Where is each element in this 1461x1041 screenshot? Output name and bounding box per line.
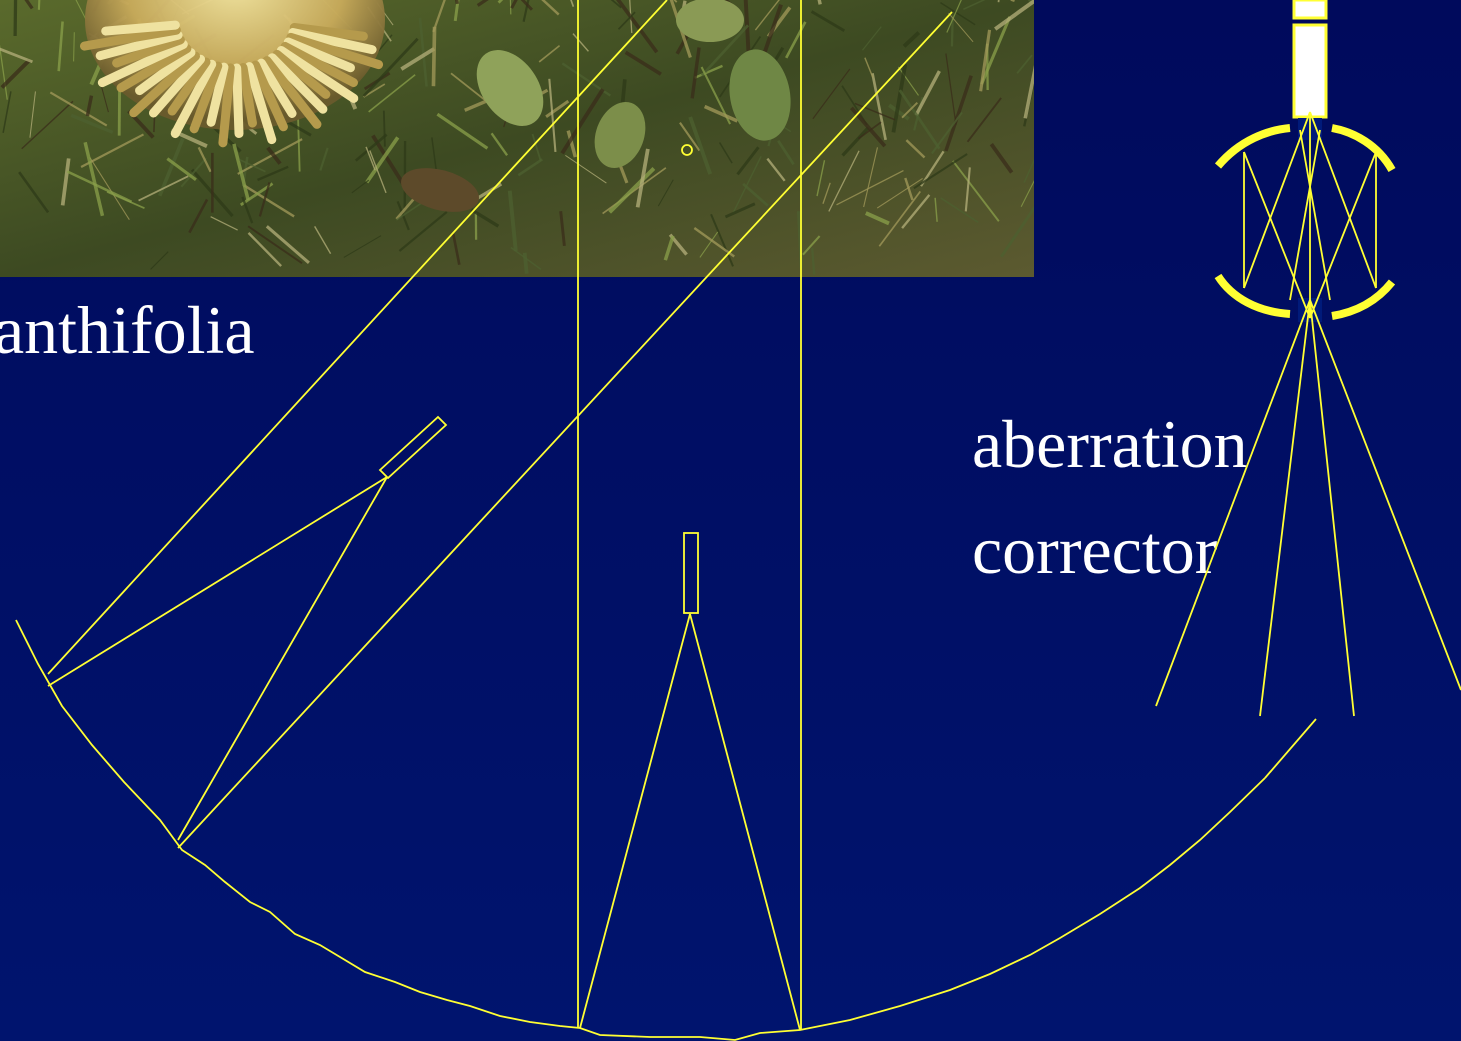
center-detector [683, 532, 699, 614]
corrector-label-line1: aberration [972, 406, 1248, 482]
corrector-output-ray [1309, 299, 1461, 691]
center-focus-ray [579, 613, 691, 1029]
center-focus-ray [689, 613, 801, 1031]
left-beam-edge [177, 11, 953, 849]
corrector-mirror-upper [1331, 124, 1396, 173]
corrector-mirror-upper [1214, 124, 1291, 169]
species-name-label: anthifolia [0, 292, 255, 368]
aberration-corrector [1214, 0, 1396, 322]
corrector-output-ray [1155, 299, 1311, 707]
corrector-label-line2: corrector [972, 512, 1218, 588]
left-beam-edge [47, 0, 668, 675]
left-focus-ray [177, 476, 388, 841]
corrector-mirror-lower [1331, 279, 1396, 320]
left-detector [378, 415, 448, 480]
corrector-mirror-lower [1214, 273, 1291, 318]
mirror-edge-segment [1264, 718, 1317, 779]
target-star-marker [681, 144, 693, 156]
left-focus-ray [47, 476, 388, 687]
corrector-output-ray [1309, 299, 1355, 717]
thistle-photo [0, 0, 1034, 277]
segmented-primary-mirror [15, 619, 1266, 1041]
corrector-output-ray [1259, 299, 1311, 717]
